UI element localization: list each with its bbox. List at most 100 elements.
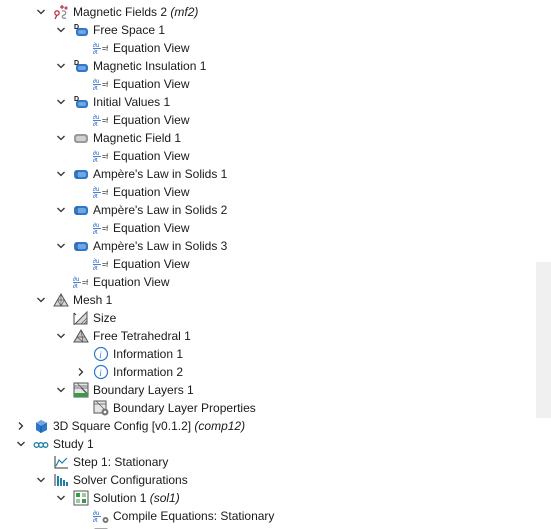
tree-row[interactable]: ∂u∂t =f Equation View [0, 219, 536, 237]
tree-row[interactable]: ∂u∂t=f Equation View [0, 75, 536, 93]
chevron-down-icon[interactable] [55, 24, 67, 36]
tree-row[interactable]: uDependent Variables 1 [0, 525, 536, 529]
svg-text:∂t: ∂t [93, 121, 98, 128]
chevron-down-icon[interactable] [55, 96, 67, 108]
svg-text:∂t: ∂t [93, 517, 98, 524]
svg-text:∂t: ∂t [93, 229, 98, 236]
chevron-right-icon[interactable] [75, 366, 87, 378]
scrollbar-thumb[interactable] [536, 262, 551, 418]
svg-text:∂u: ∂u [93, 42, 99, 49]
tree-row[interactable]: ∂u∂t =f Equation View [0, 147, 536, 165]
chevron-down-icon[interactable] [15, 438, 27, 450]
tree-node-text: Equation View [113, 185, 190, 199]
tree-node-label: Equation View [113, 221, 190, 235]
tree-row[interactable]: Study 1 [0, 435, 536, 453]
tree-node-text: Equation View [113, 41, 190, 55]
component-3d-icon [33, 418, 49, 434]
vertical-scrollbar[interactable] [536, 0, 551, 529]
chevron-down-icon[interactable] [35, 294, 47, 306]
svg-text:=f: =f [82, 280, 88, 287]
svg-text:∂t: ∂t [93, 49, 98, 56]
tree-row[interactable]: Ampère's Law in Solids 1 [0, 165, 536, 183]
tree-row[interactable]: Boundary Layers 1 [0, 381, 536, 399]
tree-row[interactable]: Magnetic Fields 2 (mf2) [0, 3, 536, 21]
svg-text:=f: =f [102, 82, 108, 89]
tree-node-text: Equation View [113, 149, 190, 163]
chevron-down-icon[interactable] [35, 474, 47, 486]
tree-node-text: Mesh 1 [73, 293, 113, 307]
equation-view-icon: ∂u∂t=f [73, 274, 89, 290]
chevron-down-icon[interactable] [55, 384, 67, 396]
tree-node-text: Information 1 [113, 347, 184, 361]
tree-node-label: Step 1: Stationary [73, 455, 168, 469]
tree-node-text: Solver Configurations [73, 473, 188, 487]
tree-row[interactable]: 3D Square Config [v0.1.2] (comp12) [0, 417, 536, 435]
tree-row[interactable]: Boundary Layer Properties [0, 399, 536, 417]
tree-node-text: Ampère's Law in Solids 1 [93, 167, 228, 181]
tree-node-text: Equation View [93, 275, 170, 289]
tree-row[interactable]: ∂u∂t=f Equation View [0, 39, 536, 57]
tree-node-label: Information 1 [113, 347, 183, 361]
equation-view-icon: ∂u∂t=f [93, 76, 109, 92]
domain-d-blue-icon: D [73, 94, 89, 110]
tree-row[interactable]: i Information 1 [0, 345, 536, 363]
tree-node-text: Step 1: Stationary [73, 455, 169, 469]
tree-row[interactable]: D Initial Values 1 [0, 93, 536, 111]
tree-row[interactable]: Step 1: Stationary [0, 453, 536, 471]
tree-node-text: Equation View [113, 221, 190, 235]
chevron-down-icon[interactable] [55, 168, 67, 180]
tree-row[interactable]: Solver Configurations [0, 471, 536, 489]
free-tetrahedral-icon [73, 328, 89, 344]
tree-row[interactable]: Ampère's Law in Solids 2 [0, 201, 536, 219]
chevron-down-icon[interactable] [55, 240, 67, 252]
tree-node-text: Equation View [113, 77, 190, 91]
chevron-down-icon[interactable] [55, 132, 67, 144]
tree-node-label: Compile Equations: Stationary [113, 509, 274, 523]
tree-node-label: Boundary Layers 1 [93, 383, 194, 397]
tree-row[interactable]: ∂u∂t=f Equation View [0, 273, 536, 291]
chevron-down-icon[interactable] [55, 60, 67, 72]
svg-text:=f: =f [102, 154, 108, 161]
chevron-down-icon[interactable] [55, 204, 67, 216]
tree-row[interactable]: Solution 1 (sol1) [0, 489, 536, 507]
tree-row[interactable]: Ampère's Law in Solids 3 [0, 237, 536, 255]
tree-node-label: Magnetic Field 1 [93, 131, 181, 145]
svg-text:i: i [99, 368, 102, 378]
study-step-icon [53, 454, 69, 470]
tree-node-text: Dependent Variables 1 [113, 527, 234, 529]
tree-row[interactable]: Mesh 1 [0, 291, 536, 309]
information-icon: i [93, 346, 109, 362]
chevron-down-icon[interactable] [35, 6, 47, 18]
tree-node-text: Solution 1 [93, 491, 150, 505]
tree-row[interactable]: Magnetic Field 1 [0, 129, 536, 147]
svg-text:D: D [74, 24, 79, 31]
svg-text:∂u: ∂u [93, 78, 99, 85]
mesh-size-icon [73, 310, 89, 326]
tree-node-text: Equation View [113, 257, 190, 271]
tree-row[interactable]: Free Tetrahedral 1 [0, 327, 536, 345]
svg-text:D: D [74, 96, 79, 103]
tree-node-text: Study 1 [53, 437, 94, 451]
svg-text:∂u: ∂u [93, 150, 99, 157]
tree-node-text: Initial Values 1 [93, 95, 171, 109]
equation-view-icon: ∂u∂t=f [93, 40, 109, 56]
boundary-layer-properties-icon [93, 400, 109, 416]
domain-blue-icon [73, 238, 89, 254]
chevron-down-icon[interactable] [55, 492, 67, 504]
svg-text:∂t: ∂t [93, 157, 98, 164]
svg-text:=f: =f [102, 226, 108, 233]
svg-text:=f: =f [102, 190, 108, 197]
tree-row[interactable]: Size [0, 309, 536, 327]
chevron-right-icon[interactable] [15, 420, 27, 432]
chevron-down-icon[interactable] [55, 330, 67, 342]
tree-node-tag: (sol1) [149, 491, 180, 505]
svg-text:∂u: ∂u [93, 222, 99, 229]
